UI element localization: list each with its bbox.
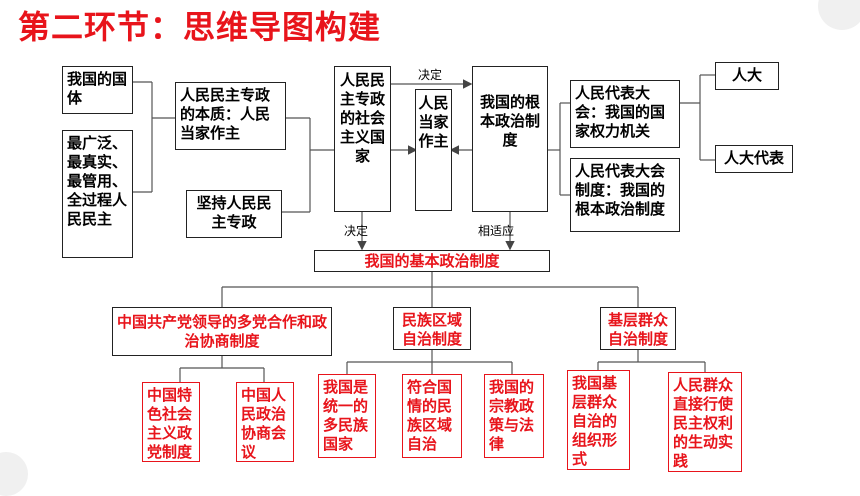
- node-genben: 我国的根本政治制度: [472, 66, 548, 212]
- node-jianchi: 坚持人民民主专政: [186, 190, 282, 238]
- page-title: 第二环节：思维导图构建: [18, 8, 382, 46]
- node-zongjiao: 我国的宗教政策与法律: [484, 374, 544, 458]
- node-benzhi: 人民民主专政的本质：人民当家作主: [175, 82, 286, 150]
- label-xiangshiying: 相适应: [478, 224, 515, 238]
- node-minzu: 民族区域自治制度: [393, 307, 471, 350]
- node-duodang: 中国共产党领导的多党合作和政治协商制度: [112, 307, 332, 356]
- node-tongyi: 我国是统一的多民族国家: [318, 374, 376, 458]
- node-guoti: 我国的国体: [62, 66, 133, 114]
- node-rendazhidu: 人民代表大会制度：我国的根本政治制度: [570, 158, 680, 232]
- node-renda: 人大: [715, 62, 779, 90]
- node-fuhe: 符合国情的民族区域自治: [402, 374, 462, 458]
- label-jueding-top: 决定: [418, 68, 443, 82]
- label-jueding-left: 决定: [344, 224, 369, 238]
- connector-lines: [133, 74, 715, 382]
- node-zhengxie: 中国人民政治协商会议: [236, 382, 294, 462]
- node-jiben: 我国的基本政治制度: [314, 250, 550, 272]
- node-rendadaibiao: 人大代表: [715, 145, 793, 173]
- node-dangjia: 人民当家作主: [415, 89, 452, 211]
- node-shehui: 人民民主专政的社会主义国家: [334, 66, 391, 212]
- node-zuzhi: 我国基层群众自治的组织形式: [567, 370, 630, 470]
- node-tese: 中国特色社会主义政党制度: [142, 382, 200, 462]
- node-jiceng: 基层群众自治制度: [600, 307, 676, 350]
- node-rendahui: 人民代表大会：我国的国家权力机关: [570, 80, 680, 148]
- node-minzhu: 最广泛、最真实、最管用、全过程人民民主: [62, 130, 133, 258]
- node-shijian: 人民群众直接行使民主权利的生动实践: [668, 372, 742, 472]
